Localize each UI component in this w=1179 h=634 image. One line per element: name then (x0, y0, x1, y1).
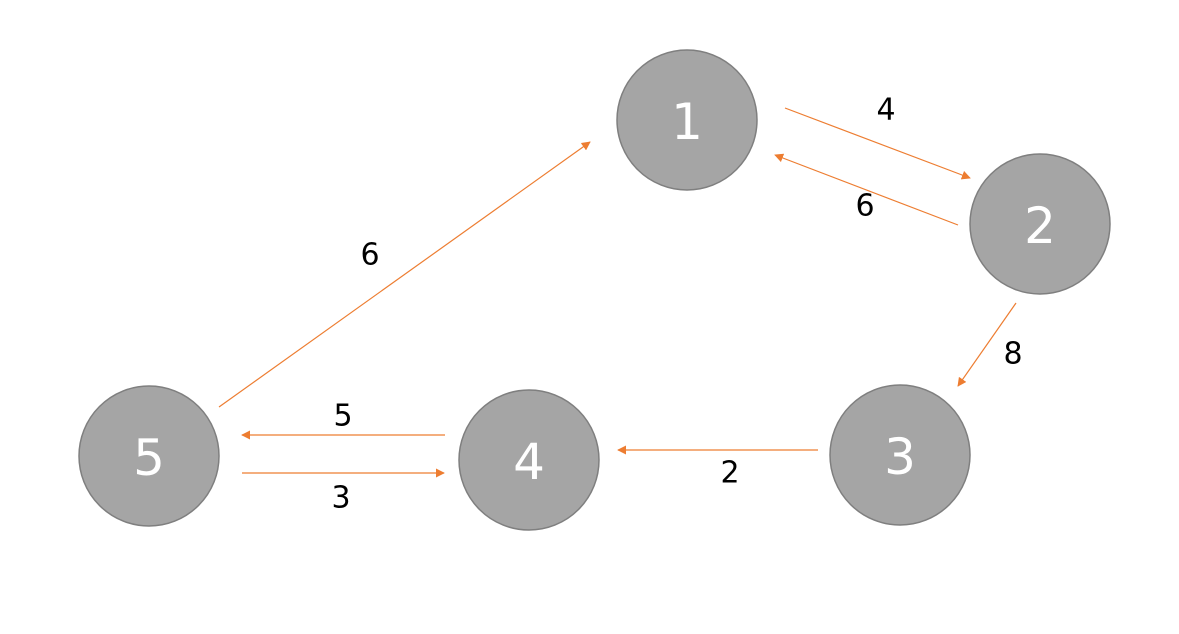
node-circle (829, 384, 971, 526)
node-label: 4 (513, 433, 545, 491)
node-1: 1 (616, 49, 758, 191)
node-circle (616, 49, 758, 191)
node-circle (78, 385, 220, 527)
node-3: 3 (829, 384, 971, 526)
edge-2-to-3 (957, 302, 1017, 387)
edge-1-to-2 (784, 107, 971, 180)
node-5: 5 (78, 385, 220, 527)
node-label: 2 (1024, 197, 1056, 255)
nodes: 1 2 3 4 5 (78, 49, 1111, 531)
node-label: 1 (671, 93, 703, 151)
node-label: 5 (133, 429, 165, 487)
edge-label-5-to-1: 6 (360, 238, 379, 273)
edge-label-2-to-3: 8 (1003, 337, 1022, 372)
node-4: 4 (458, 389, 600, 531)
node-circle (458, 389, 600, 531)
edge-2-to-1 (774, 153, 959, 226)
edge-labels: 4 6 8 2 5 3 6 (331, 93, 1022, 516)
edges (218, 107, 1017, 478)
node-2: 2 (969, 153, 1111, 295)
edge-label-5-to-4: 3 (331, 481, 350, 516)
edge-label-1-to-2: 4 (876, 93, 895, 128)
edge-label-2-to-1: 6 (855, 189, 874, 224)
edge-label-3-to-4: 2 (720, 456, 739, 491)
node-label: 3 (884, 428, 916, 486)
edge-label-4-to-5: 5 (333, 399, 352, 434)
node-circle (969, 153, 1111, 295)
edge-5-to-1 (218, 141, 591, 408)
